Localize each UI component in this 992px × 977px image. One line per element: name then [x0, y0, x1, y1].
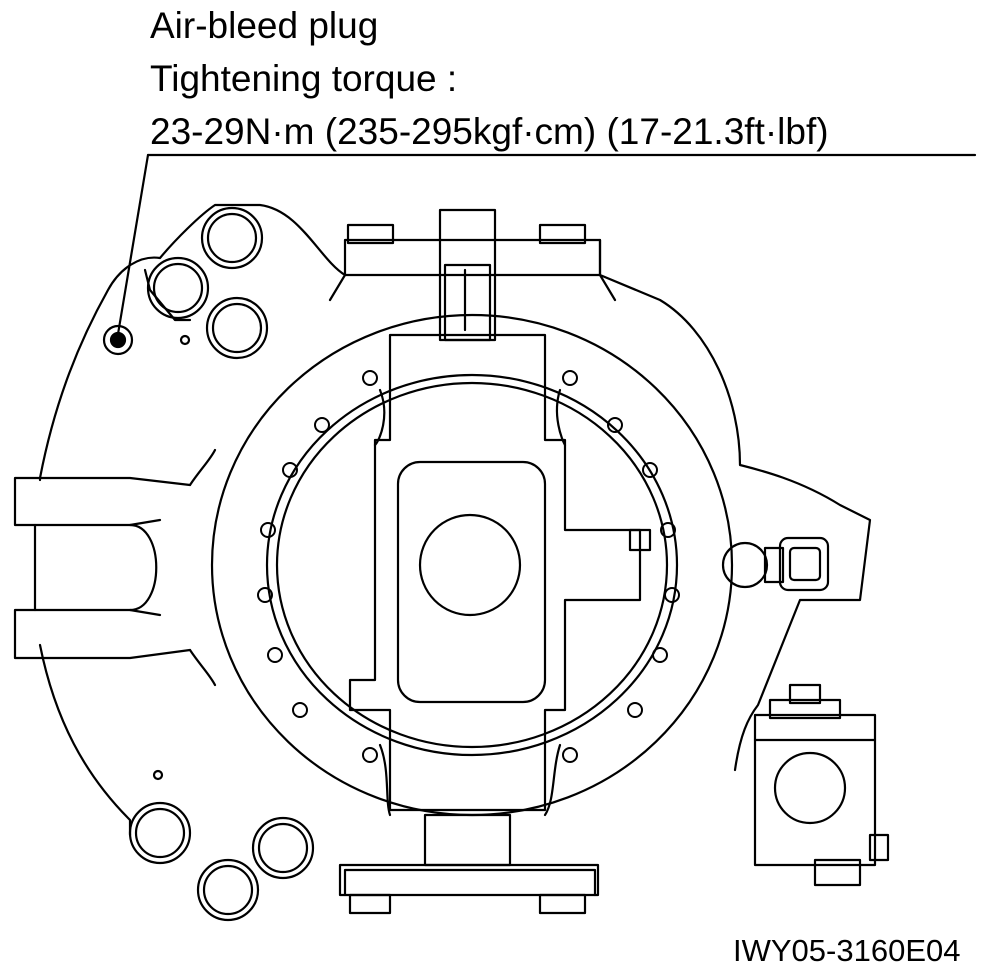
left-yoke [13, 448, 217, 687]
valve-block [753, 683, 890, 887]
right-plug [721, 536, 830, 592]
figure-id-label: IWY05-3160E04 [733, 933, 961, 968]
inner-carrier [348, 333, 652, 817]
part-name-label: Air-bleed plug [150, 5, 379, 46]
bore-bolt-ring [257, 370, 680, 763]
leader-line [115, 153, 977, 342]
torque-value-label: 23-29N·m (235-295kgf·cm) (17-21.3ft·lbf) [150, 111, 829, 152]
top-boss [328, 208, 617, 342]
bottom-flange [338, 813, 600, 915]
upper-left-bolts [143, 206, 269, 360]
lower-left-bolts [128, 769, 315, 922]
torque-label: Tightening torque : [150, 58, 458, 99]
main-bore [210, 313, 734, 817]
air-bleed-plug [102, 324, 134, 356]
housing-outline [38, 203, 872, 897]
